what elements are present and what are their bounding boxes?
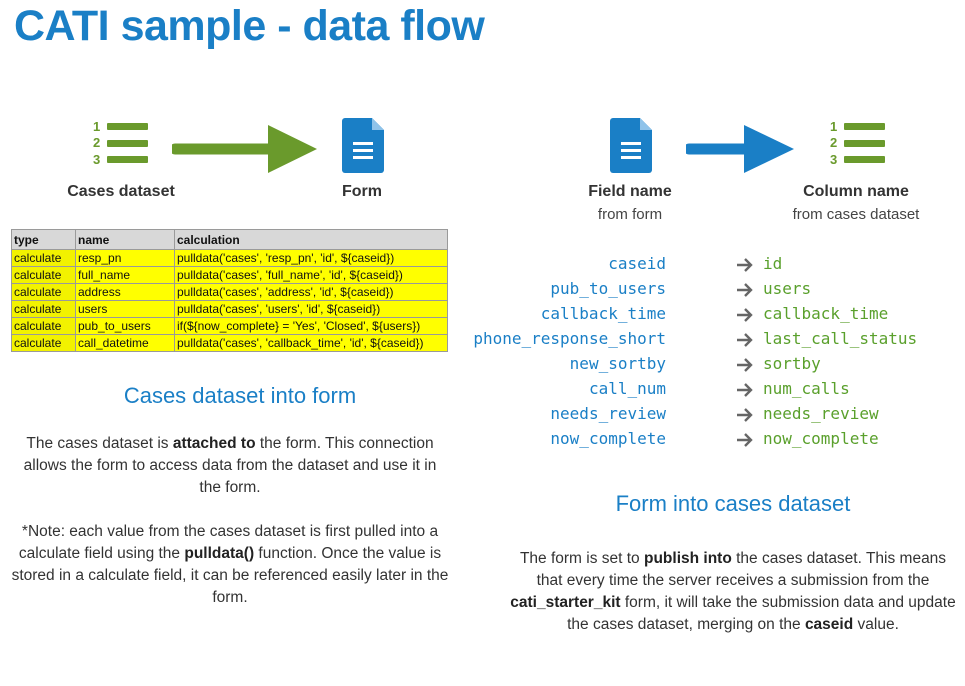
svg-text:2: 2 [93, 135, 100, 150]
arrow-right-icon [737, 283, 753, 297]
page-title: CATI sample - data flow [14, 2, 485, 50]
form-label: Form [342, 183, 382, 200]
cell-calculation: pulldata('cases', 'full_name', 'id', ${c… [174, 266, 448, 284]
arrow-right-icon [737, 358, 753, 372]
cell-calculation: pulldata('cases', 'resp_pn', 'id', ${cas… [174, 249, 448, 267]
mapping-row: now_complete now_complete [440, 429, 960, 454]
document-icon [342, 118, 384, 173]
field-name: pub_to_users [550, 279, 666, 298]
svg-text:2: 2 [830, 135, 837, 150]
cell-calculation: pulldata('cases', 'users', 'id', ${casei… [174, 300, 448, 318]
column-name: num_calls [763, 379, 850, 398]
paragraph-text: the form. This connection allows the for… [23, 435, 437, 496]
svg-text:1: 1 [830, 119, 837, 134]
arrow-right-icon [737, 408, 753, 422]
pulldata-note-paragraph: *Note: each value from the cases dataset… [6, 521, 454, 609]
arrow-right-icon [737, 433, 753, 447]
paragraph-text: function. Once the value is stored in a … [11, 545, 449, 606]
right-arrow-icon [172, 125, 317, 173]
document-icon [610, 118, 652, 173]
cell-name: full_name [75, 266, 175, 284]
svg-text:1: 1 [93, 119, 100, 134]
field-name: call_num [588, 379, 666, 398]
field-name-label: Field name [588, 183, 672, 200]
field-name: now_complete [550, 429, 666, 448]
cell-name: pub_to_users [75, 317, 175, 335]
field-name: callback_time [540, 304, 666, 323]
cell-name: call_datetime [75, 334, 175, 352]
paragraph-emphasis: pulldata() [184, 545, 255, 562]
cell-calculation: pulldata('cases', 'address', 'id', ${cas… [174, 283, 448, 301]
column-name: sortby [763, 354, 821, 373]
header-calculation: calculation [174, 229, 448, 250]
paragraph-text: the cases dataset. This means that every… [536, 550, 947, 589]
form-into-cases-paragraph: The form is set to publish into the case… [510, 548, 956, 636]
field-name: phone_response_short [473, 329, 666, 348]
mapping-row: call_num num_calls [440, 379, 960, 404]
cases-into-form-paragraph: The cases dataset is attached to the for… [20, 433, 440, 499]
column-name: now_complete [763, 429, 879, 448]
paragraph-text: form, it will take the submission data a… [567, 594, 956, 633]
table-row: calculate address pulldata('cases', 'add… [11, 283, 448, 301]
table-row: calculate resp_pn pulldata('cases', 'res… [11, 249, 448, 267]
column-name-sublabel: from cases dataset [792, 206, 920, 223]
column-name: last_call_status [763, 329, 918, 348]
column-name-label: Column name [803, 183, 909, 200]
mapping-row: callback_time callback_time [440, 304, 960, 329]
paragraph-text: The form is set to [519, 550, 644, 567]
field-name-sublabel: from form [597, 206, 663, 223]
table-row: calculate pub_to_users if(${now_complete… [11, 317, 448, 335]
cell-calculation: pulldata('cases', 'callback_time', 'id',… [174, 334, 448, 352]
table-header-row: type name calculation [11, 229, 448, 250]
paragraph-emphasis: caseid [804, 616, 854, 633]
table-row: calculate users pulldata('cases', 'users… [11, 300, 448, 318]
header-name: name [75, 229, 175, 250]
arrow-right-icon [737, 308, 753, 322]
paragraph-text: value. [853, 616, 899, 633]
cell-type: calculate [11, 249, 76, 267]
cell-type: calculate [11, 334, 76, 352]
paragraph-text: The cases dataset is [26, 435, 173, 452]
mapping-row: new_sortby sortby [440, 354, 960, 379]
paragraph-emphasis: publish into [643, 550, 732, 567]
column-name: needs_review [763, 404, 879, 423]
cases-into-form-heading: Cases dataset into form [123, 383, 357, 408]
column-name: id [763, 254, 783, 273]
cell-type: calculate [11, 283, 76, 301]
numbered-list-icon: 12 3 [830, 119, 885, 167]
svg-text:3: 3 [93, 152, 100, 167]
paragraph-emphasis: cati_starter_kit [510, 594, 621, 611]
cases-dataset-label: Cases dataset [67, 183, 175, 200]
cell-name: users [75, 300, 175, 318]
right-arrow-icon [686, 125, 794, 173]
mapping-row: caseid id [440, 254, 960, 279]
cell-type: calculate [11, 317, 76, 335]
cell-name: resp_pn [75, 249, 175, 267]
cell-calculation: if(${now_complete} = 'Yes', 'Closed', ${… [174, 317, 448, 335]
arrow-right-icon [737, 258, 753, 272]
field-name: caseid [608, 254, 666, 273]
arrow-right-icon [737, 333, 753, 347]
header-type: type [11, 229, 76, 250]
paragraph-emphasis: attached to [172, 435, 256, 452]
form-into-cases-heading: Form into cases dataset [615, 491, 851, 516]
field-name: needs_review [550, 404, 666, 423]
numbered-list-icon: 12 3 [93, 119, 148, 167]
column-name: callback_time [763, 304, 889, 323]
mapping-row: pub_to_users users [440, 279, 960, 304]
column-name: users [763, 279, 812, 298]
field-name: new_sortby [569, 354, 666, 373]
cell-type: calculate [11, 300, 76, 318]
paragraph-text: *Note: each value from the cases dataset… [18, 523, 439, 562]
mapping-row: phone_response_short last_call_status [440, 329, 960, 354]
cell-name: address [75, 283, 175, 301]
cell-type: calculate [11, 266, 76, 284]
arrow-right-icon [737, 383, 753, 397]
mapping-row: needs_review needs_review [440, 404, 960, 429]
calculate-fields-table: type name calculation calculate resp_pn … [11, 229, 448, 352]
svg-text:3: 3 [830, 152, 837, 167]
table-row: calculate full_name pulldata('cases', 'f… [11, 266, 448, 284]
table-row: calculate call_datetime pulldata('cases'… [11, 334, 448, 352]
